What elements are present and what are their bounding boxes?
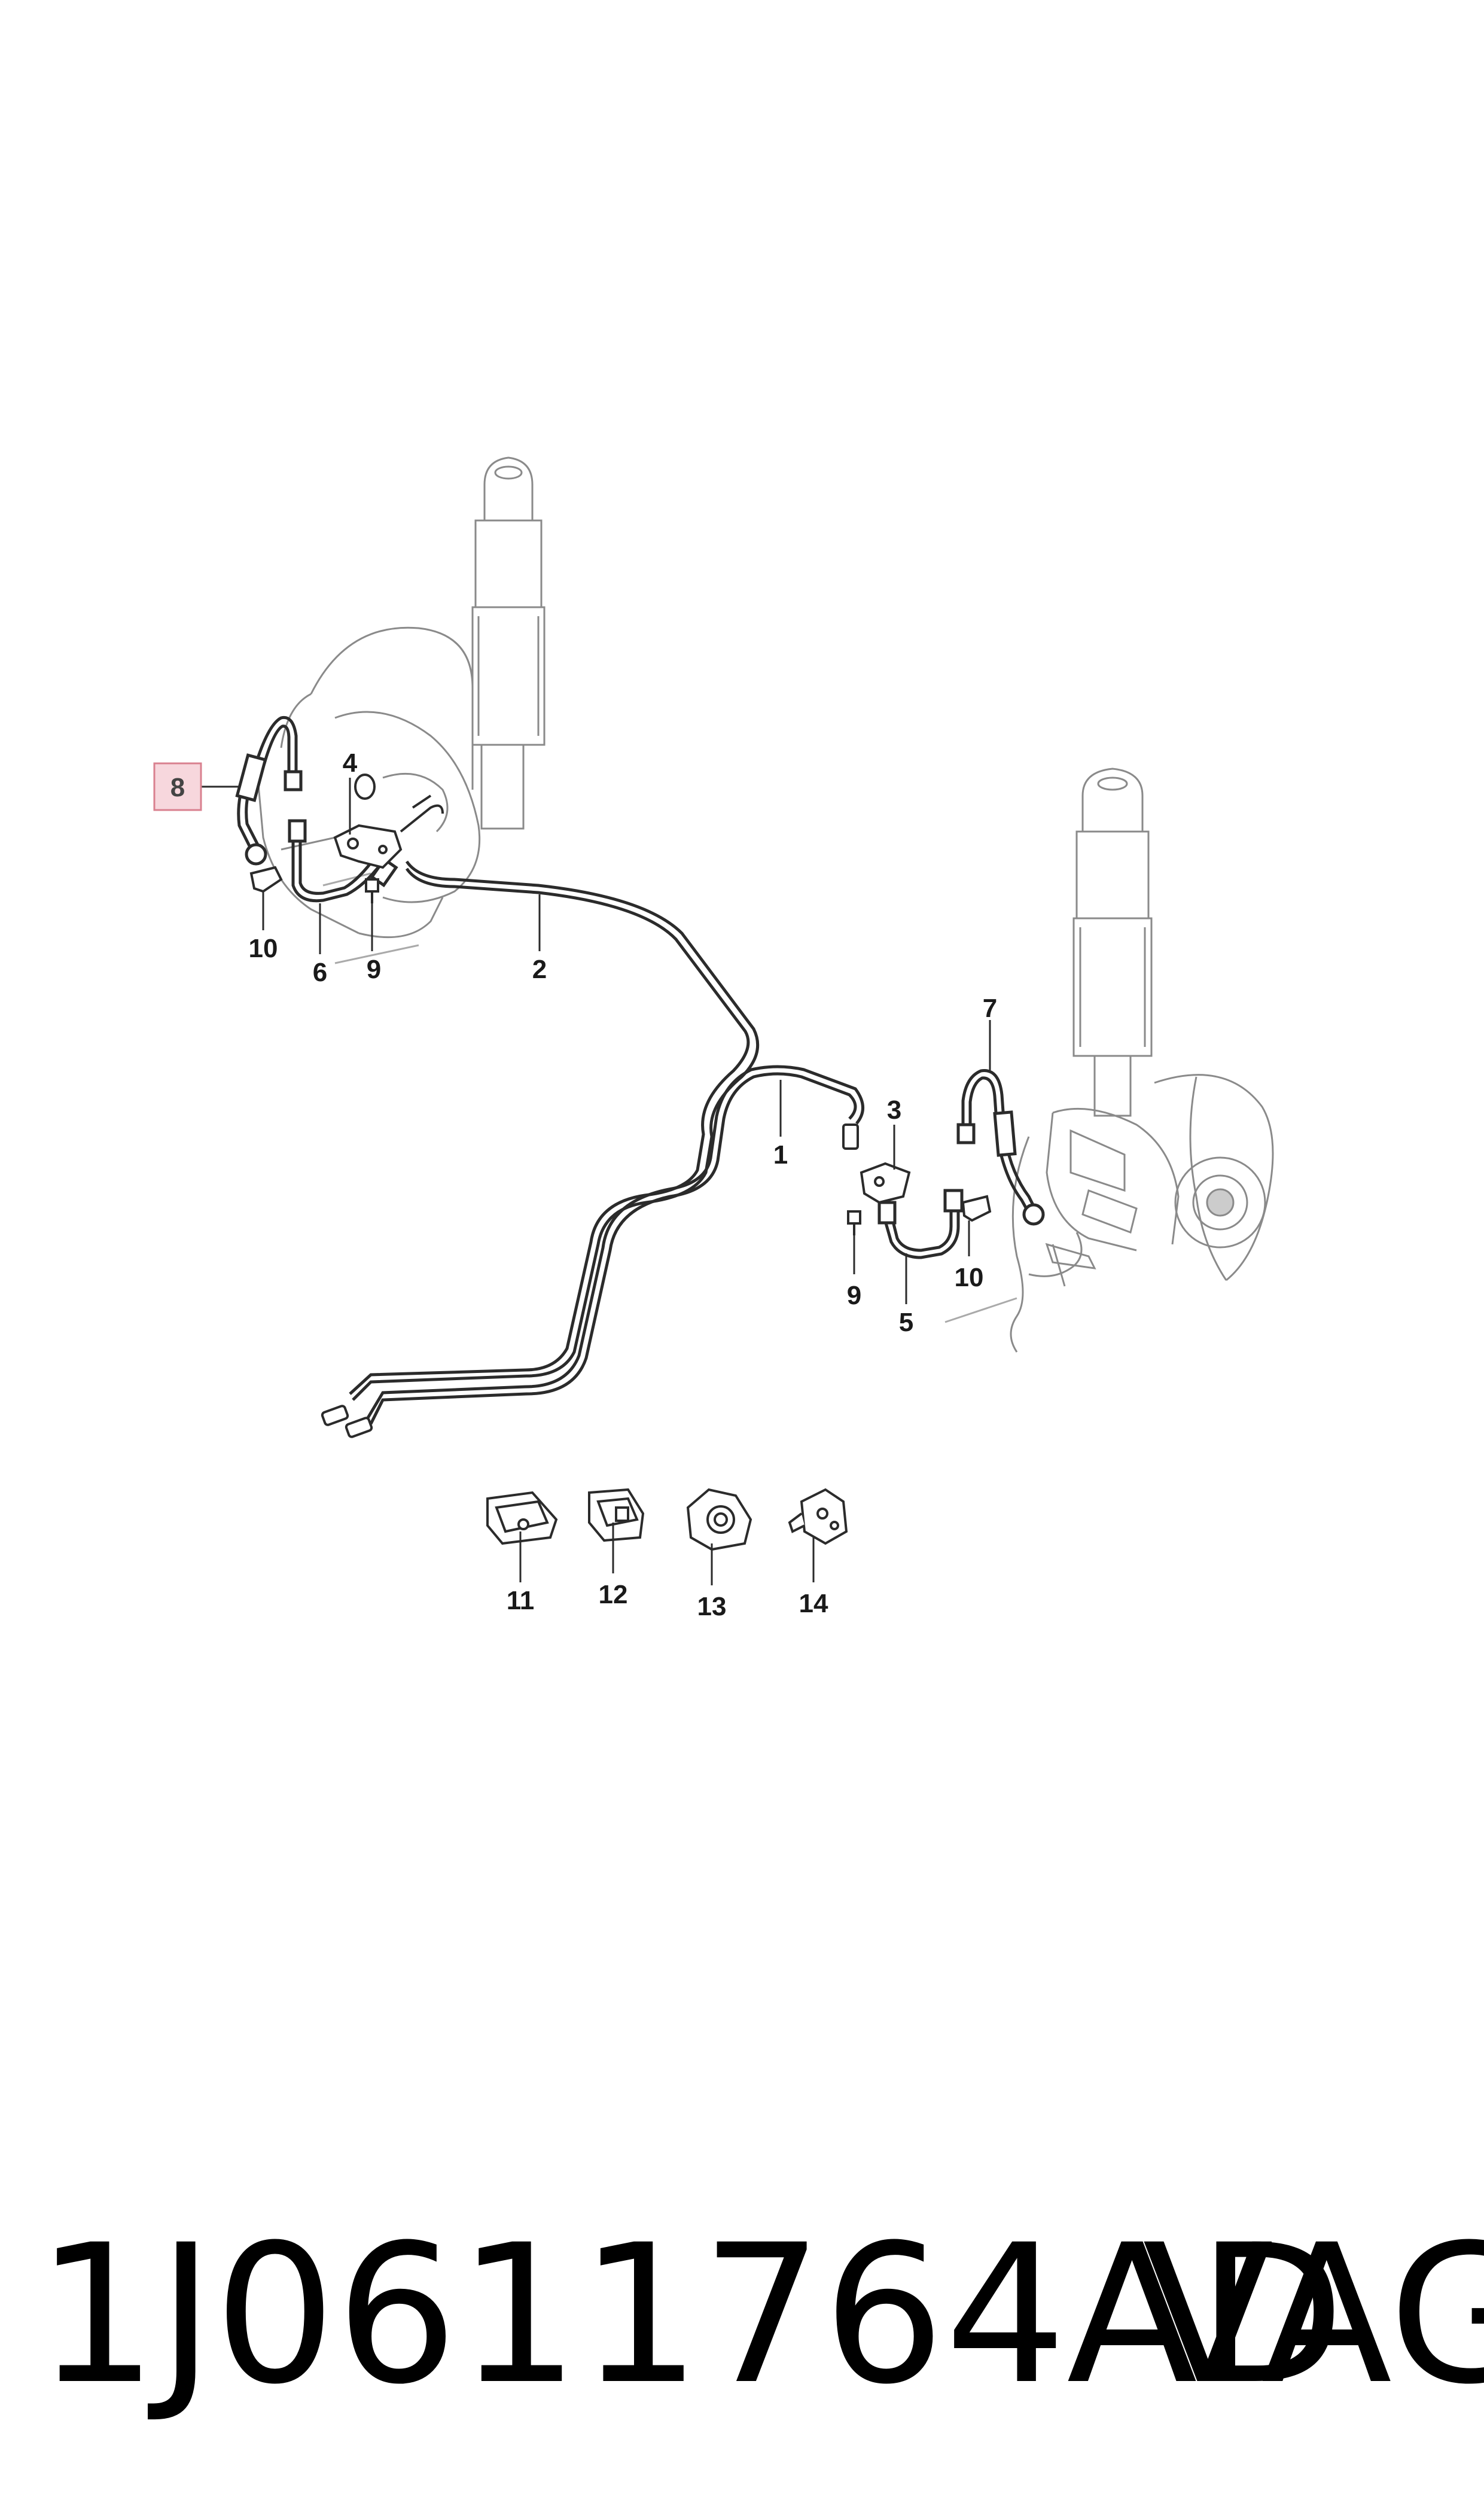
callout-1[interactable]: 1 (773, 1140, 788, 1170)
callout-10-right[interactable]: 10 (955, 1263, 984, 1292)
brake-hose-8 (235, 715, 303, 866)
bracket-4 (333, 774, 444, 869)
bolt-9-right (847, 1210, 861, 1235)
brake-hose-7 (956, 1069, 1045, 1226)
brake-hose-5 (877, 1189, 964, 1259)
callout-6[interactable]: 6 (313, 958, 327, 987)
part-number-text: 1J0611764AD (36, 2204, 1345, 2426)
clip-part-11 (486, 1491, 558, 1545)
bolt-9-left (365, 878, 379, 903)
callout-14[interactable]: 14 (799, 1589, 828, 1618)
callout-8-highlight-box (153, 762, 202, 811)
right-strut-assembly (944, 768, 1274, 1353)
callout-12[interactable]: 12 (599, 1580, 628, 1609)
brand-text: VAG (1142, 2204, 1484, 2426)
callout-8[interactable]: 8 (170, 773, 185, 802)
clip-part-13 (686, 1488, 752, 1551)
line-end-fittings (321, 1123, 859, 1438)
callout-2[interactable]: 2 (532, 955, 547, 984)
clip-10-left (249, 866, 283, 893)
left-strut-assembly (256, 456, 546, 964)
callout-10-left[interactable]: 10 (249, 934, 278, 963)
callout-4[interactable]: 4 (343, 748, 358, 778)
callout-9-right[interactable]: 9 (847, 1281, 861, 1310)
callout-5[interactable]: 5 (899, 1308, 913, 1337)
callout-13[interactable]: 13 (697, 1592, 727, 1621)
callout-labels: 8 4 10 6 9 2 1 3 7 9 5 10 11 12 13 14 (170, 748, 997, 1621)
callout-11[interactable]: 11 (507, 1586, 535, 1615)
brake-line-2 (349, 860, 760, 1401)
leader-lines (200, 778, 991, 1585)
clip-part-12 (588, 1488, 645, 1542)
callout-7[interactable]: 7 (983, 994, 997, 1023)
clip-10-right (961, 1195, 992, 1222)
bracket-3 (860, 1162, 911, 1204)
callout-9-left[interactable]: 9 (367, 955, 381, 984)
callout-3[interactable]: 3 (887, 1095, 901, 1125)
brake-line-1 (366, 1065, 864, 1425)
clip-part-14 (788, 1488, 848, 1545)
